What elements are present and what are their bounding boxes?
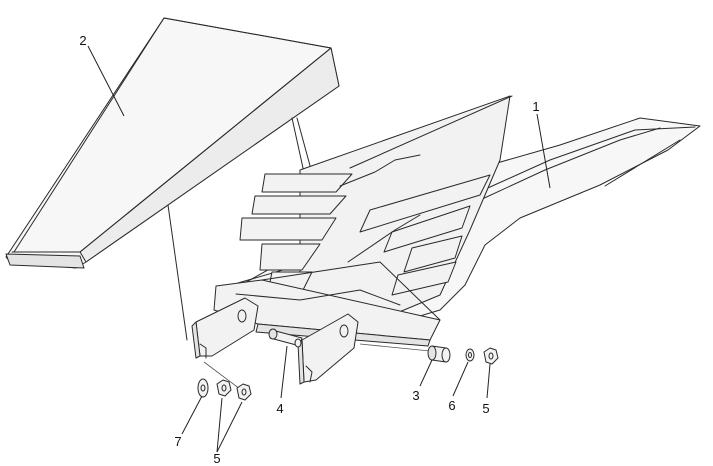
label-part-3: 3: [412, 388, 419, 403]
nut-5-right: [483, 347, 499, 365]
part-4-pin: [268, 328, 303, 348]
label-part-6: 6: [448, 398, 455, 413]
label-part-7: 7: [174, 434, 181, 449]
nut-5-left-a: [216, 379, 232, 397]
washer-6: [465, 348, 475, 362]
label-part-2: 2: [79, 33, 86, 48]
label-part-1: 1: [532, 99, 539, 114]
leader-lines: [87, 45, 551, 453]
washer-7: [197, 378, 209, 398]
left-bracket: [191, 297, 259, 359]
label-part-5-left: 5: [213, 451, 220, 466]
right-bracket: [297, 313, 359, 385]
part-2-shield: [5, 17, 340, 269]
central-housing: [239, 95, 513, 321]
nut-5-left-b: [236, 383, 252, 401]
label-part-4: 4: [276, 401, 283, 416]
label-part-5-right: 5: [482, 401, 489, 416]
axis-lines: [203, 343, 441, 393]
bushing-3: [427, 345, 451, 363]
callout-labels: 2 1 3 6 5 4 7 5: [79, 33, 539, 466]
